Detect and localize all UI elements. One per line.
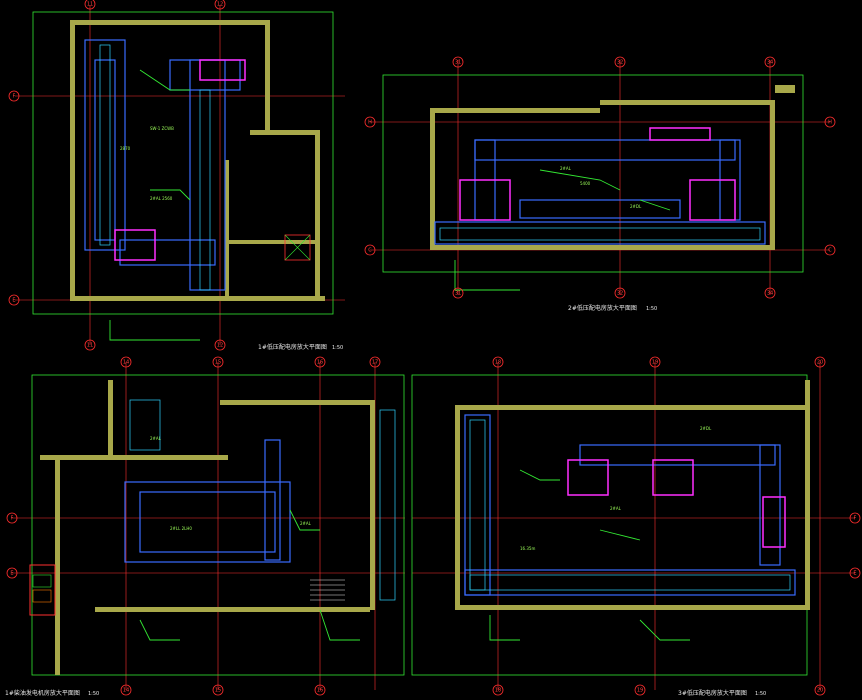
plan1-axis-bottom-2: 12 bbox=[217, 343, 223, 349]
plan3-axis-left-2: E bbox=[10, 571, 13, 577]
svg-text:SW-1 ZCWB: SW-1 ZCWB bbox=[150, 126, 174, 131]
plan1-axis-left-1: F bbox=[13, 94, 16, 100]
plan3-axis-left-1: F bbox=[11, 516, 14, 522]
svg-text:2#AL: 2#AL bbox=[150, 436, 162, 441]
plan1-axis-top-1: 11 bbox=[87, 2, 93, 8]
plan1-axis-top-2: 12 bbox=[217, 2, 223, 8]
plan2-axis-bottom-2: 32 bbox=[617, 291, 623, 297]
plan4-axis-right-1: F bbox=[854, 516, 857, 522]
plan3-axis-bottom-1: 14 bbox=[123, 688, 129, 694]
plan1-scale: 1:50 bbox=[332, 345, 343, 351]
plan-3: 2#LL 2LH0 2#AL 2#AL 14 15 16 17 F E 14 1… bbox=[5, 356, 405, 697]
plan2-axis-bottom-3: 34 bbox=[767, 291, 773, 297]
plan2-title: 2#低压配电房放大平面图 bbox=[568, 304, 637, 312]
svg-text:2#DL: 2#DL bbox=[700, 426, 712, 431]
plan3-axis-top-1: 14 bbox=[123, 360, 129, 366]
plan2-axis-right-1: H bbox=[828, 120, 832, 126]
plan3-axis-bottom-2: 15 bbox=[215, 688, 221, 694]
plan3-axis-bottom-3: 16 bbox=[317, 688, 323, 694]
plan2-axis-left-1: H bbox=[368, 120, 372, 126]
plan1-axis-left-2: E bbox=[12, 298, 15, 304]
plan3-axis-top-4: 17 bbox=[372, 360, 378, 366]
plan2-axis-top-2: 32 bbox=[617, 60, 623, 66]
plan-2: 2#AL 5400 2#DL 31 32 34 H C H C 31 32 34… bbox=[364, 56, 836, 312]
plan3-axis-top-2: 15 bbox=[215, 360, 221, 366]
svg-text:2#LL 2LH0: 2#LL 2LH0 bbox=[170, 526, 192, 531]
svg-text:2#AL: 2#AL bbox=[560, 166, 572, 171]
plan2-axis-top-3: 34 bbox=[767, 60, 773, 66]
plan3-title: 1#柴油发电机房放大平面图 bbox=[5, 689, 80, 697]
plan4-axis-top-1: 18 bbox=[495, 360, 501, 366]
plan2-axis-top-1: 31 bbox=[455, 60, 461, 66]
plan4-axis-top-2: 19 bbox=[652, 360, 658, 366]
plan4-axis-bottom-3: 20 bbox=[817, 688, 823, 694]
plan4-axis-right-2: E bbox=[853, 571, 856, 577]
plan3-axis-top-3: 16 bbox=[317, 360, 323, 366]
plan4-title: 3#低压配电房放大平面图 bbox=[678, 689, 747, 697]
plan4-scale: 1:50 bbox=[755, 691, 766, 697]
plan3-scale: 1:50 bbox=[88, 691, 99, 697]
plan1-title: 1#低压配电房放大平面图 bbox=[258, 343, 327, 351]
plan2-axis-left-2: C bbox=[368, 248, 372, 254]
svg-text:2#AL 2560: 2#AL 2560 bbox=[150, 196, 173, 201]
plan4-axis-top-3: 20 bbox=[817, 360, 823, 366]
svg-text:2#AL: 2#AL bbox=[300, 521, 312, 526]
svg-text:16.35m: 16.35m bbox=[520, 546, 535, 551]
plan2-scale: 1:50 bbox=[646, 306, 657, 312]
plan-4: 2#AL 16.35m 2#DL 18 19 20 F E 18 19 20 3… bbox=[411, 356, 861, 697]
svg-text:2#AL: 2#AL bbox=[610, 506, 622, 511]
svg-text:5400: 5400 bbox=[580, 181, 591, 186]
plan2-axis-bottom-1: 31 bbox=[455, 291, 461, 297]
plan1-axis-bottom-1: 11 bbox=[87, 343, 93, 349]
plan4-axis-bottom-2: 19 bbox=[637, 688, 643, 694]
svg-text:2870: 2870 bbox=[120, 146, 131, 151]
plan2-axis-right-2: C bbox=[828, 248, 832, 254]
svg-text:2#DL: 2#DL bbox=[630, 204, 642, 209]
plan-1: SW-1 ZCWB 2#AL 2560 2870 11 12 F E 11 12… bbox=[8, 0, 345, 351]
plan4-axis-bottom-1: 18 bbox=[495, 688, 501, 694]
